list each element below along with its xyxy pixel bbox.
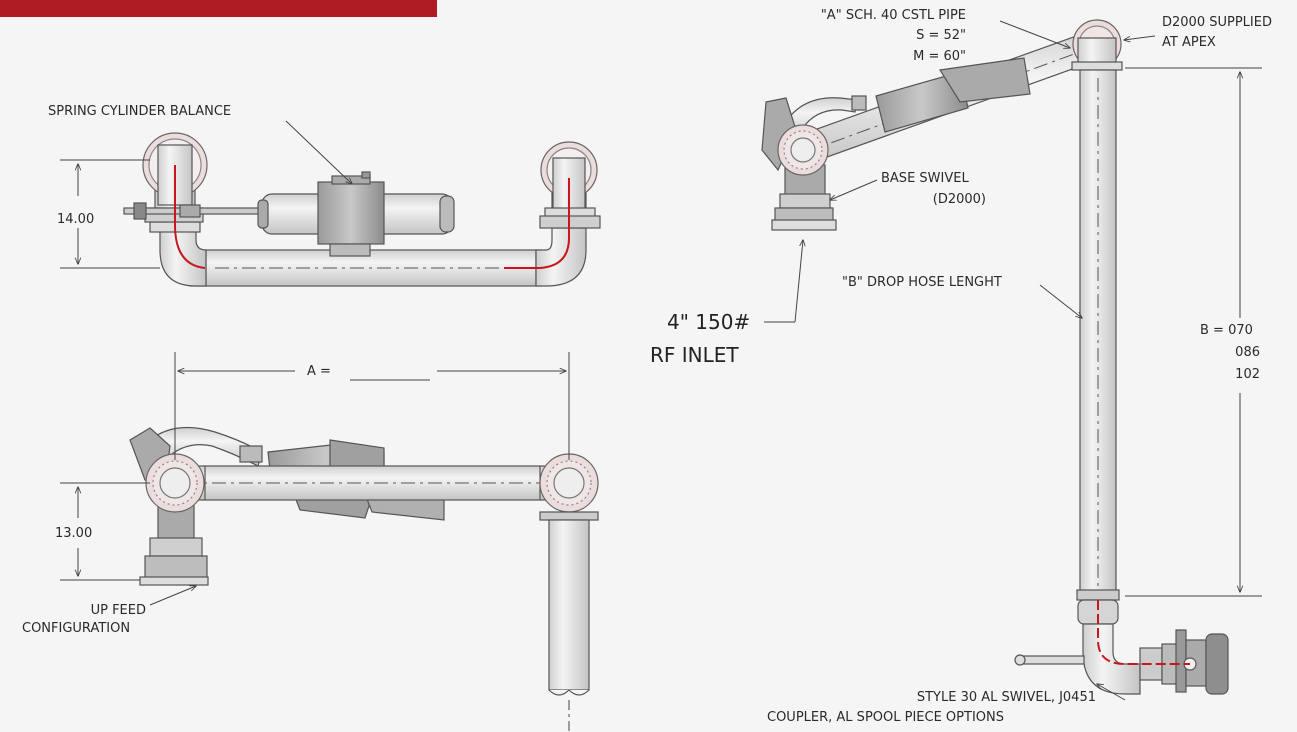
label-style30: STYLE 30 AL SWIVEL, J0451	[916, 690, 1096, 705]
label-configuration: CONFIGURATION	[22, 621, 131, 636]
top-left-elevation	[123, 132, 601, 287]
dim-13-label: 13.00	[55, 526, 93, 541]
label-base-swivel: BASE SWIVEL	[881, 171, 969, 186]
dim-b-102: 102	[1235, 367, 1260, 382]
dim-14-label: 14.00	[57, 212, 95, 227]
label-inlet-size: 4" 150#	[667, 310, 751, 334]
cylinder-clamp	[317, 181, 385, 245]
dim-a-label: A =	[307, 364, 331, 379]
bottom-left-plan	[129, 426, 599, 696]
dim-b-label: B = 070	[1200, 323, 1253, 338]
flow-line-top-right	[504, 178, 570, 269]
flow-line-top-left	[174, 165, 206, 269]
label-pipe-m: M = 60"	[913, 49, 966, 64]
label-drop-hose: "B" DROP HOSE LENGHT	[842, 275, 1002, 290]
header-banner	[0, 0, 437, 17]
label-pipe-a: "A" SCH. 40 CSTL PIPE	[820, 8, 966, 23]
dims-right	[764, 20, 1262, 701]
label-d2000: (D2000)	[932, 192, 986, 207]
label-up-feed: UP FEED	[90, 603, 146, 618]
label-d2000-supplied: D2000 SUPPLIED	[1162, 15, 1272, 30]
label-coupler: COUPLER, AL SPOOL PIECE OPTIONS	[767, 710, 1004, 725]
label-at-apex: AT APEX	[1162, 35, 1216, 50]
right-elevation	[761, 19, 1229, 695]
leader-spring	[285, 120, 352, 184]
label-spring-cylinder: SPRING CYLINDER BALANCE	[48, 104, 232, 119]
dim-b-086: 086	[1235, 345, 1260, 360]
flow-line-right	[1097, 600, 1190, 665]
dim-14	[60, 159, 160, 269]
dims-bottom-left	[60, 352, 570, 732]
label-rf-inlet: RF INLET	[650, 343, 739, 367]
label-pipe-s: S = 52"	[916, 28, 966, 43]
